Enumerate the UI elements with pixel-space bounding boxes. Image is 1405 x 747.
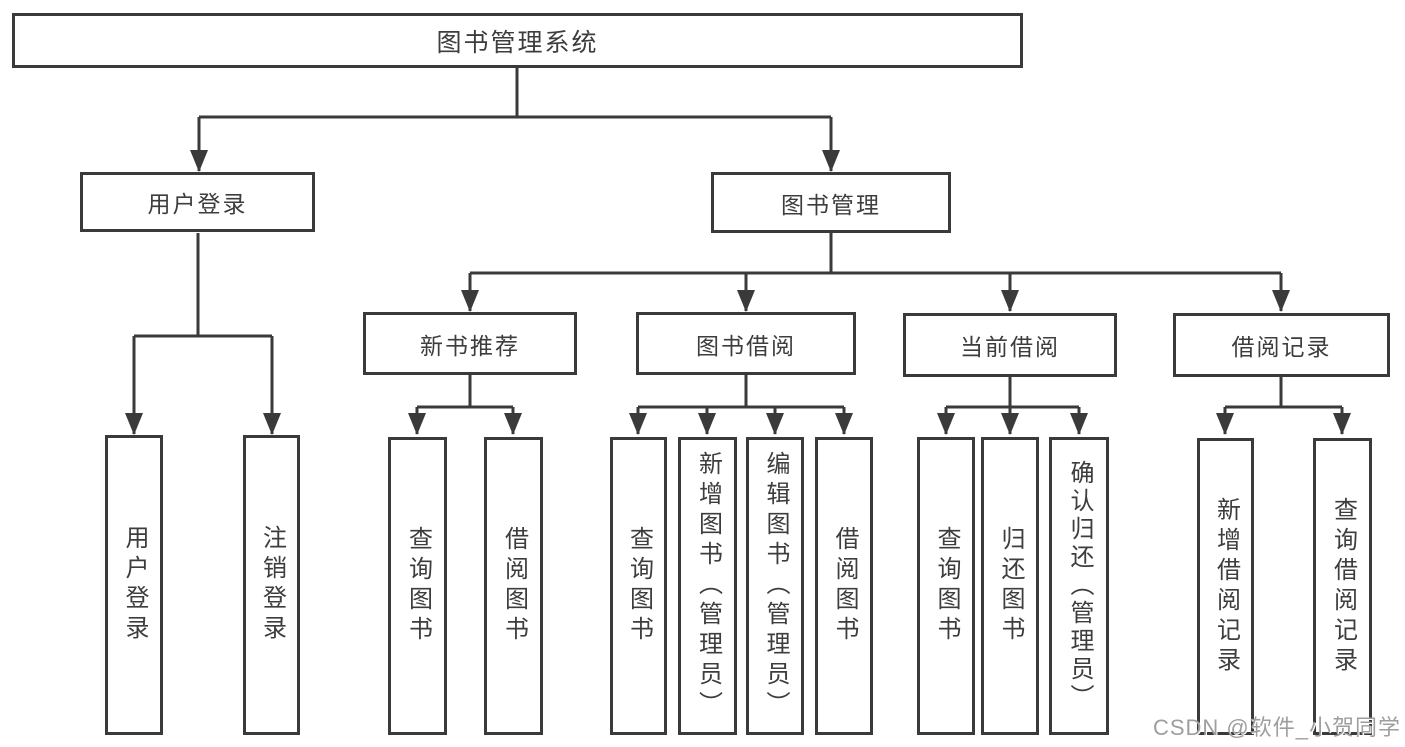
leaf-user-login-label: 用户登录 [121, 525, 148, 645]
node-new-book-recommend: 新书推荐 [363, 312, 577, 375]
node-book-management: 图书管理 [711, 172, 951, 233]
leaf-return-books-label: 归还图书 [997, 526, 1024, 646]
leaf-return-books: 归还图书 [981, 437, 1039, 735]
watermark: CSDN @软件_小贺同学 [1152, 715, 1401, 740]
node-book-borrow: 图书借阅 [636, 312, 856, 375]
node-user-login: 用户登录 [80, 172, 315, 232]
node-borrow-records: 借阅记录 [1173, 313, 1390, 377]
leaf-query-books-current: 查询图书 [917, 437, 975, 735]
leaf-user-login: 用户登录 [105, 435, 163, 735]
leaf-query-books-current-label: 查询图书 [933, 526, 960, 646]
leaf-borrow-books: 借阅图书 [815, 437, 873, 735]
leaf-query-books-recommend-label: 查询图书 [404, 526, 432, 646]
connector-trunks [134, 68, 1342, 409]
leaf-logout: 注销登录 [243, 435, 300, 735]
leaf-add-borrow-record-label: 新增借阅记录 [1212, 496, 1240, 677]
leaf-add-books-admin-label: 新增图书（管理员） [694, 451, 722, 721]
leaf-add-borrow-record: 新增借阅记录 [1197, 438, 1254, 735]
leaf-edit-books-admin-label: 编辑图书（管理员） [762, 451, 789, 721]
leaf-borrow-books-recommend-label: 借阅图书 [500, 526, 528, 646]
leaf-borrow-books-label: 借阅图书 [831, 526, 858, 646]
leaf-borrow-books-recommend: 借阅图书 [484, 437, 543, 735]
node-current-borrow: 当前借阅 [903, 313, 1117, 377]
leaf-query-books-recommend: 查询图书 [388, 437, 447, 735]
node-library-system: 图书管理系统 [12, 13, 1023, 68]
leaf-query-borrow-record: 查询借阅记录 [1313, 438, 1372, 735]
leaf-confirm-return-admin: 确认归还（管理员） [1049, 437, 1109, 735]
leaf-query-books-borrow: 查询图书 [610, 437, 667, 735]
leaf-confirm-return-admin-label: 确认归还（管理员） [1066, 460, 1093, 712]
leaf-query-borrow-record-label: 查询借阅记录 [1329, 496, 1357, 677]
leaf-logout-label: 注销登录 [258, 525, 286, 645]
leaf-edit-books-admin: 编辑图书（管理员） [746, 437, 804, 735]
leaf-query-books-borrow-label: 查询图书 [625, 526, 653, 646]
leaf-add-books-admin: 新增图书（管理员） [678, 437, 737, 735]
